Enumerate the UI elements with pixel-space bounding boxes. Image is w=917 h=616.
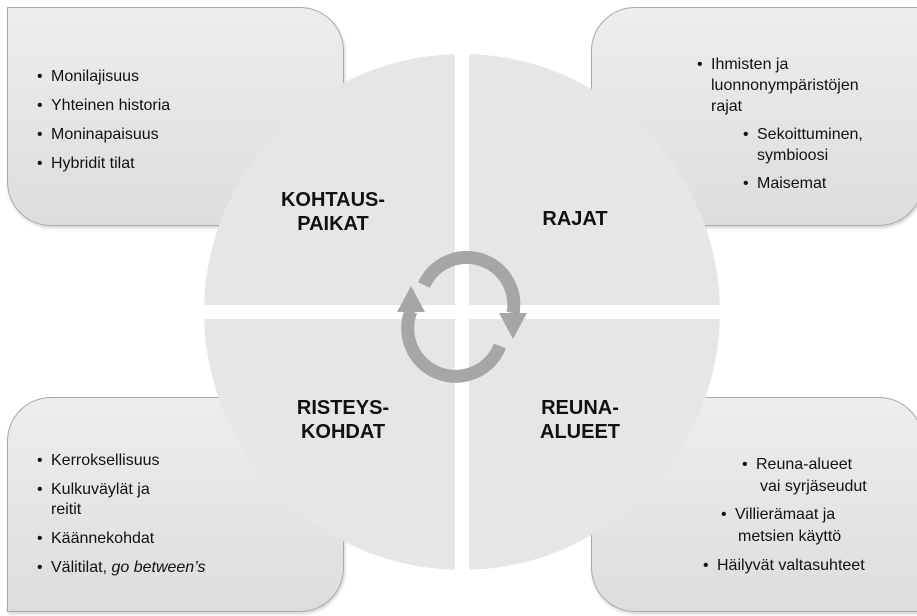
list-item: • Sekoittuminen, (743, 125, 863, 144)
bullet: • (37, 68, 43, 85)
list-item: • Monilajisuus (37, 67, 140, 86)
list-item-text: Häilyvät valtasuhteet (717, 557, 865, 574)
list-item-continuation: vai syrjäseudut (760, 478, 867, 495)
bullet: • (742, 456, 748, 473)
list-item: • Ihmisten ja (697, 55, 789, 74)
list-item-text: Reuna-alueet (756, 456, 853, 473)
list-item-text: Kulkuväylät ja (51, 481, 150, 498)
quadrant-title-line: ALUEET (540, 421, 620, 443)
list-item: • Häilyvät valtasuhteet (703, 556, 865, 575)
list-item-text: Moninapaisuus (51, 126, 159, 143)
box-bottom-left (7, 397, 344, 612)
bullet: • (743, 175, 749, 192)
quadrant-title-line: KOHTAUS- (280, 189, 386, 211)
quadrant-title-line: REUNA- (541, 397, 619, 419)
quadrant-label-bottom-left: RISTEYS- KOHDAT (278, 396, 408, 444)
quadrant-title-line: RISTEYS- (296, 397, 390, 419)
quadrant-title-line: KOHDAT (300, 421, 386, 443)
list-item-text: Hybridit tilat (51, 155, 135, 172)
cycle-arrowhead-left (397, 286, 425, 312)
bullet: • (37, 97, 43, 114)
list-item-continuation: luonnonympäristöjen (711, 77, 859, 94)
bullet: • (37, 530, 43, 547)
bullet: • (37, 126, 43, 143)
quadrant-title-line: RAJAT (542, 208, 608, 230)
bullet: • (37, 559, 43, 576)
bullet: • (703, 557, 709, 574)
list-item: • Yhteinen historia (37, 96, 171, 115)
quadrant-label-bottom-right: REUNA- ALUEET (515, 396, 645, 444)
bullet: • (743, 126, 749, 143)
quadrant-title-line: PAIKAT (297, 213, 369, 235)
bullet: • (37, 155, 43, 172)
list-item-text: Villierämaat ja (735, 506, 836, 523)
cycle-arrow-top (418, 251, 521, 315)
bullet: • (37, 452, 43, 469)
list-item-italic-text: go between’s (111, 559, 206, 576)
cycle-arrows-icon (401, 251, 521, 383)
bullet: • (37, 481, 43, 498)
quadrant-label-top-right: RAJAT (520, 207, 630, 231)
list-item-text: Kerroksellisuus (51, 452, 160, 469)
list-item-text: Ihmisten ja (711, 56, 789, 73)
list-item-text: Monilajisuus (51, 68, 140, 85)
list-item-text: Yhteinen historia (51, 97, 171, 114)
list-item: • Käännekohdat (37, 529, 155, 548)
list-item: • Kulkuväylät ja (37, 480, 150, 499)
list-item-text: Käännekohdat (51, 530, 155, 547)
list-item: • Hybridit tilat (37, 154, 135, 173)
cycle-arrowhead-right (499, 313, 527, 339)
bullet: • (697, 56, 703, 73)
horizontal-divider (190, 305, 735, 319)
list-item: • Kerroksellisuus (37, 451, 160, 470)
list-item-continuation: symbioosi (757, 147, 829, 164)
list-item: • Reuna-alueet (742, 455, 853, 474)
list-item-continuation: metsien käyttö (738, 528, 842, 545)
cycle-arrow-bottom (401, 308, 507, 383)
list-item-text: Välitilat, (51, 559, 112, 576)
list-item-text: Sekoittuminen, (757, 126, 863, 143)
list-item: • Välitilat, go between’s (37, 558, 206, 577)
list-item: • Moninapaisuus (37, 125, 159, 144)
list-item-text: Maisemat (757, 175, 827, 192)
quadrant-label-top-left: KOHTAUS- PAIKAT (268, 188, 398, 236)
list-item-continuation: rajat (711, 98, 743, 115)
list-item: • Maisemat (743, 174, 827, 193)
list-item-continuation: reitit (51, 501, 82, 518)
list-item: • Villierämaat ja (721, 505, 836, 524)
bullet: • (721, 506, 727, 523)
